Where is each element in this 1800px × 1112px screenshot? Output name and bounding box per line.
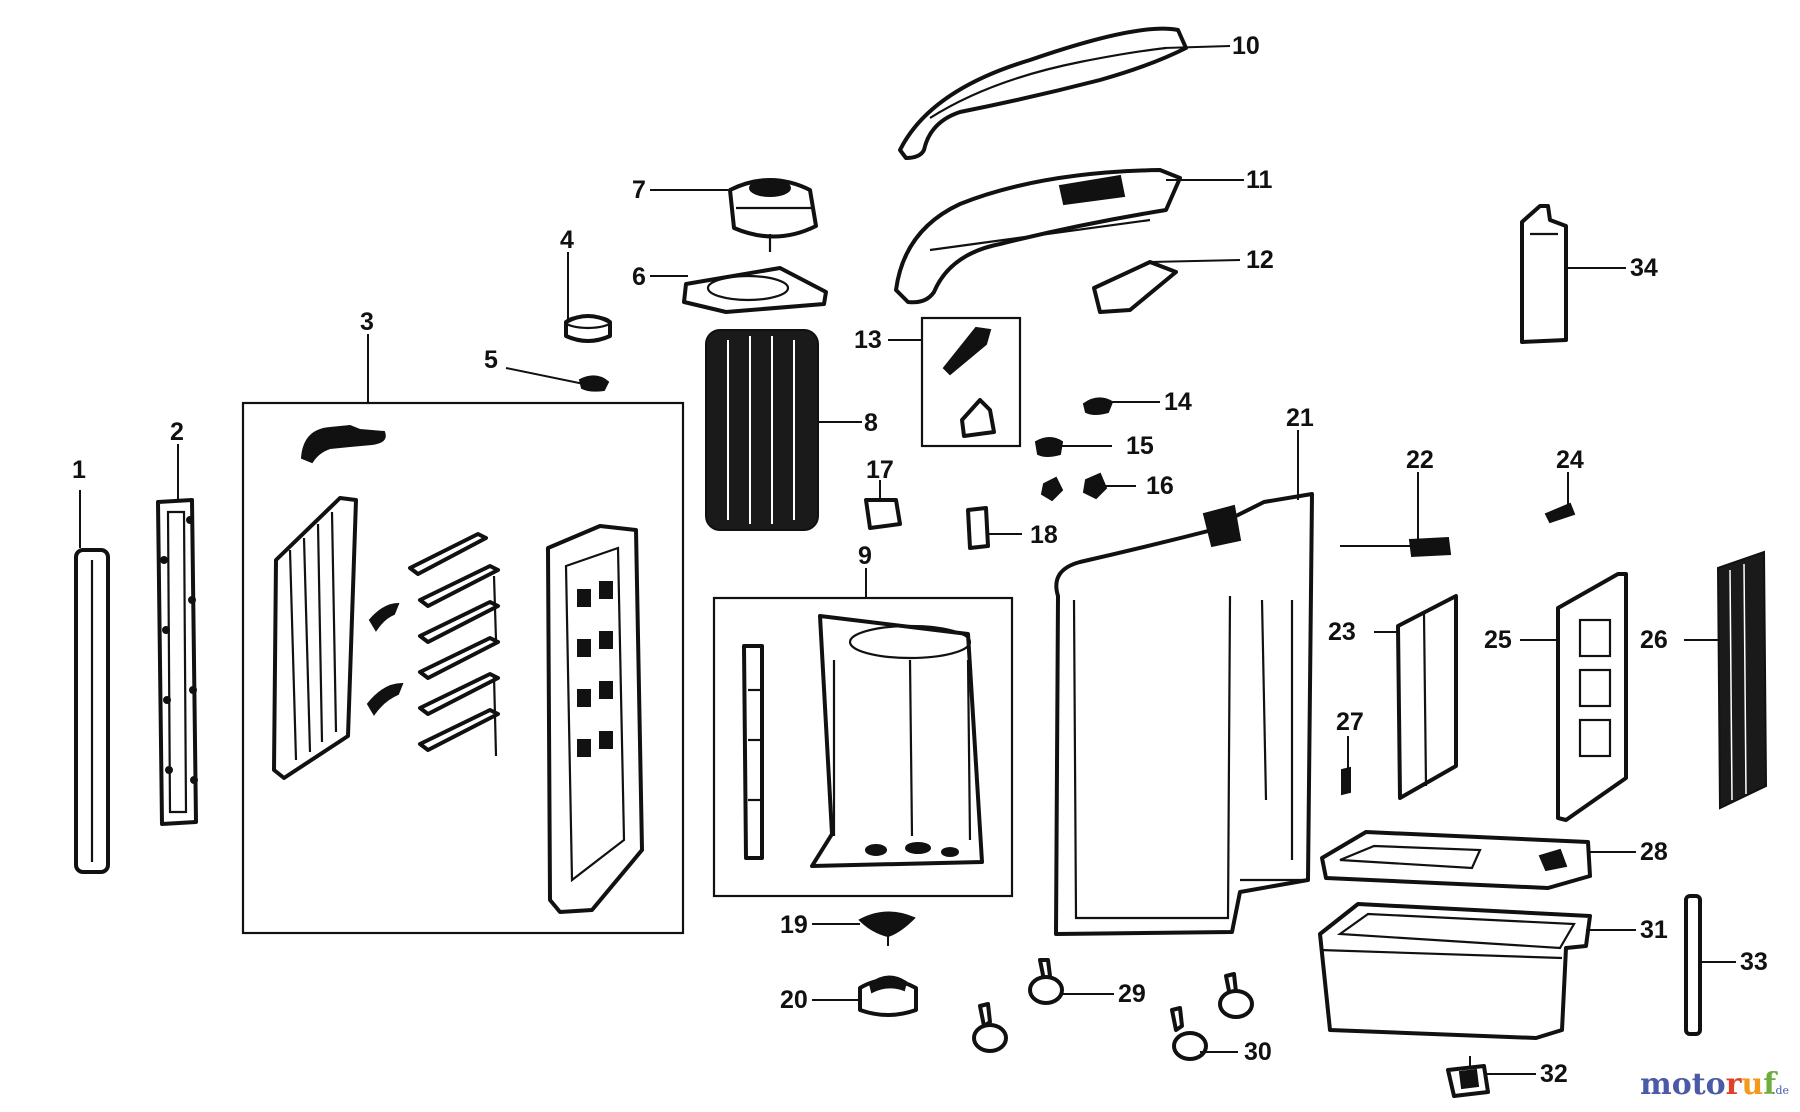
watermark-suffix: .de xyxy=(1772,1084,1789,1097)
callout-31: 31 xyxy=(1640,916,1668,944)
part-22-float-rod xyxy=(1340,536,1452,558)
part-10-top-handle xyxy=(898,26,1188,160)
part-26-rear-grille xyxy=(1716,550,1768,810)
part-6-motor-mount xyxy=(682,266,828,314)
callout-29: 29 xyxy=(1118,980,1146,1008)
part-16-fasteners xyxy=(1040,472,1108,502)
callout-32: 32 xyxy=(1540,1060,1568,1088)
callout-28: 28 xyxy=(1640,838,1668,866)
part-18-clip xyxy=(966,506,990,550)
callout-21: 21 xyxy=(1286,404,1314,432)
callout-7: 7 xyxy=(632,176,646,204)
watermark-letter: u xyxy=(1741,1067,1763,1102)
callout-30: 30 xyxy=(1244,1038,1272,1066)
part-34-bottle xyxy=(1520,204,1568,344)
callout-leaders xyxy=(79,45,1736,1075)
watermark-letter: o xyxy=(1706,1067,1726,1102)
part-4-knob xyxy=(564,314,612,343)
callout-6: 6 xyxy=(632,263,646,291)
group-9-box xyxy=(712,596,1014,898)
callout-5: 5 xyxy=(484,346,498,374)
callout-22: 22 xyxy=(1406,446,1434,474)
part-3-louver-assembly xyxy=(272,424,644,914)
callout-15: 15 xyxy=(1126,432,1154,460)
part-1-front-strip xyxy=(74,548,110,874)
callout-26: 26 xyxy=(1640,626,1668,654)
part-32-pump xyxy=(1446,1056,1490,1098)
part-8-cylinder-fan xyxy=(705,329,819,531)
callout-10: 10 xyxy=(1232,32,1260,60)
part-14-knob xyxy=(1082,397,1114,415)
part-9-fan-housing xyxy=(742,614,984,868)
part-12-bracket xyxy=(1092,260,1178,314)
motoruf-watermark: motoruf .de xyxy=(1640,1067,1789,1102)
part-17-clip xyxy=(864,498,902,530)
part-31-water-tank xyxy=(1318,902,1592,1040)
part-23-filter-pad xyxy=(1396,594,1458,800)
callout-3: 3 xyxy=(360,308,374,336)
callout-23: 23 xyxy=(1328,618,1356,646)
callout-17: 17 xyxy=(866,456,894,484)
callout-18: 18 xyxy=(1030,521,1058,549)
callout-2: 2 xyxy=(170,418,184,446)
watermark-letter: r xyxy=(1726,1067,1743,1102)
callout-14: 14 xyxy=(1164,388,1192,416)
part-19-stopper xyxy=(858,911,916,946)
group-3-box xyxy=(241,401,685,935)
svg-text:motoruf: motoruf xyxy=(1640,1067,1778,1102)
callout-19: 19 xyxy=(780,911,808,939)
part-29-casters xyxy=(1028,958,1254,1019)
callout-25: 25 xyxy=(1484,626,1512,654)
callout-9: 9 xyxy=(858,542,872,570)
callout-33: 33 xyxy=(1740,948,1768,976)
part-21-main-cabinet xyxy=(1054,492,1314,936)
part-15-knob xyxy=(1034,437,1064,457)
callout-16: 16 xyxy=(1146,472,1174,500)
watermark-letter: m xyxy=(1640,1067,1672,1102)
part-24-clip xyxy=(1544,502,1576,524)
callout-12: 12 xyxy=(1246,246,1274,274)
part-27-pin xyxy=(1341,766,1351,796)
part-25-filter-frame xyxy=(1556,572,1628,822)
callout-24: 24 xyxy=(1556,446,1584,474)
part-5-clip xyxy=(578,375,610,392)
callout-34: 34 xyxy=(1630,254,1658,282)
watermark-letter: t xyxy=(1692,1067,1706,1102)
part-13-switch-set xyxy=(942,326,996,438)
watermark-letter: f xyxy=(1763,1067,1778,1102)
part-2-frame xyxy=(156,498,198,826)
part-11-handle-base xyxy=(894,168,1182,305)
callout-8: 8 xyxy=(864,409,878,437)
callout-1: 1 xyxy=(72,456,86,484)
callout-20: 20 xyxy=(780,986,808,1014)
part-30-casters xyxy=(972,1002,1208,1061)
callout-13: 13 xyxy=(854,326,882,354)
part-20-cap xyxy=(858,975,918,1017)
callout-11: 11 xyxy=(1246,166,1273,194)
watermark-letter: o xyxy=(1672,1067,1692,1102)
part-7-motor xyxy=(728,178,818,252)
callout-4: 4 xyxy=(560,226,574,254)
part-33-tube xyxy=(1684,894,1702,1036)
callout-27: 27 xyxy=(1336,708,1364,736)
callout-labels: 1 2 3 4 5 6 7 8 9 10 11 12 13 14 15 16 1… xyxy=(72,32,1768,1088)
part-28-tray xyxy=(1320,830,1592,890)
group-13-box xyxy=(920,316,1022,448)
